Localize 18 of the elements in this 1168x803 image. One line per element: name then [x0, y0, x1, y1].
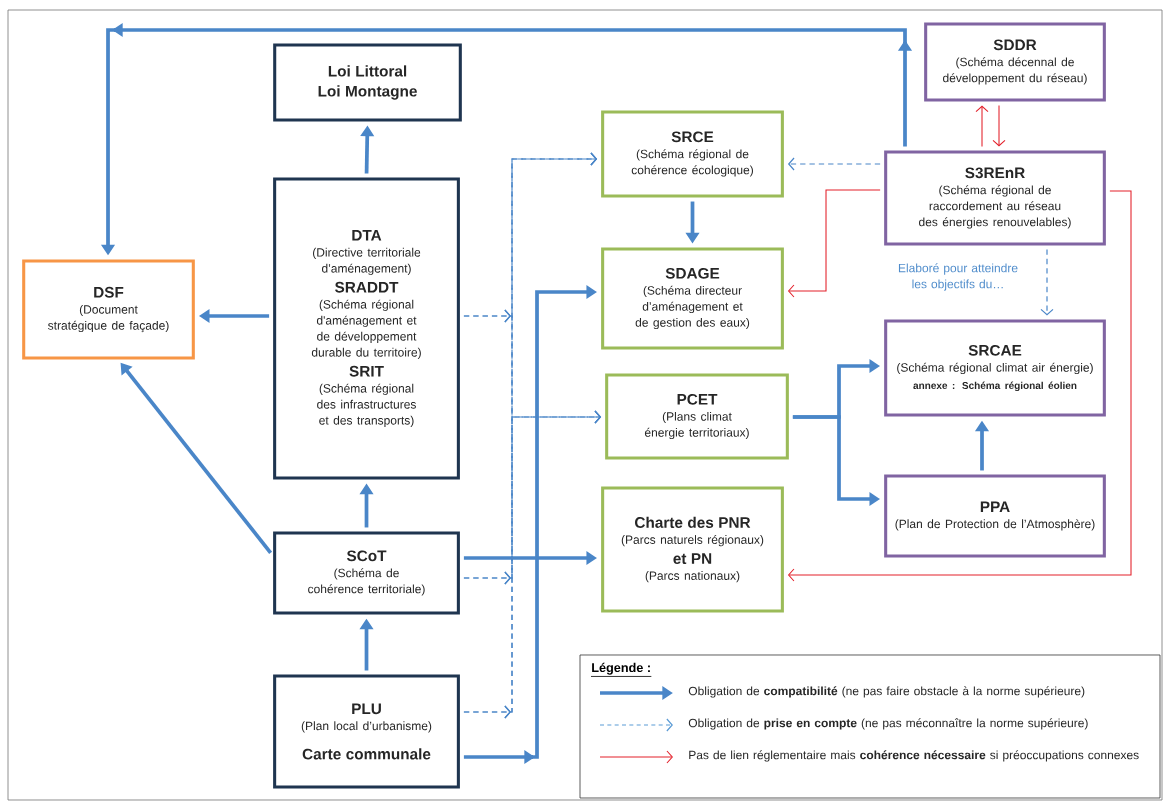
legend-text: Obligation de prise en compte (ne pas méconnaître la norme supérieure) — [688, 718, 1088, 730]
document-box: SCoT (Schéma de cohérence territoriale) — [273, 531, 460, 615]
legend-title: Légende : — [592, 662, 650, 675]
edge-label: Elaboré pour atteindre les objectifs du… — [898, 263, 1018, 291]
document-box: SDAGE (Schéma directeur d’aménagement et de gestion des eaux) — [601, 247, 784, 350]
document-box: DTA (Directive territoriale d’aménagement) SRADDT (Schéma régional d'aménagement et de développement durable du territoire) SRIT (Schéma régional des infrastructures et des transports) — [273, 177, 460, 480]
document-box: Charte des PNR (Parcs naturels régionaux) et PN (Parcs nationaux) — [601, 486, 784, 613]
document-box: PCET (Plans climat énergie territoriaux) — [605, 373, 789, 460]
document-box: PPA (Plan de Protection de l’Atmosphère) — [884, 474, 1106, 558]
document-box: SRCAE (Schéma régional climat air énergie) annexe : Schéma régional éolien — [884, 319, 1106, 417]
document-box: Loi Littoral Loi Montagne — [273, 43, 462, 122]
document-box: PLU (Plan local d’urbanisme) Carte communale — [273, 674, 460, 789]
legend-text: Obligation de compatibilité (ne pas faire obstacle à la norme supérieure) — [688, 686, 1085, 698]
legend-text: Pas de lien réglementaire mais cohérence nécessaire si préoccupations connexes — [689, 750, 1139, 762]
document-box: DSF (Document stratégique de façade) — [22, 259, 195, 360]
document-box: SDDR (Schéma décennal de développement du réseau) — [924, 22, 1106, 102]
document-box: S3REnR (Schéma régional de raccordement au réseau des énergies renouvelables) — [884, 150, 1106, 246]
document-box: SRCE (Schéma régional de cohérence écologique) — [601, 110, 784, 198]
